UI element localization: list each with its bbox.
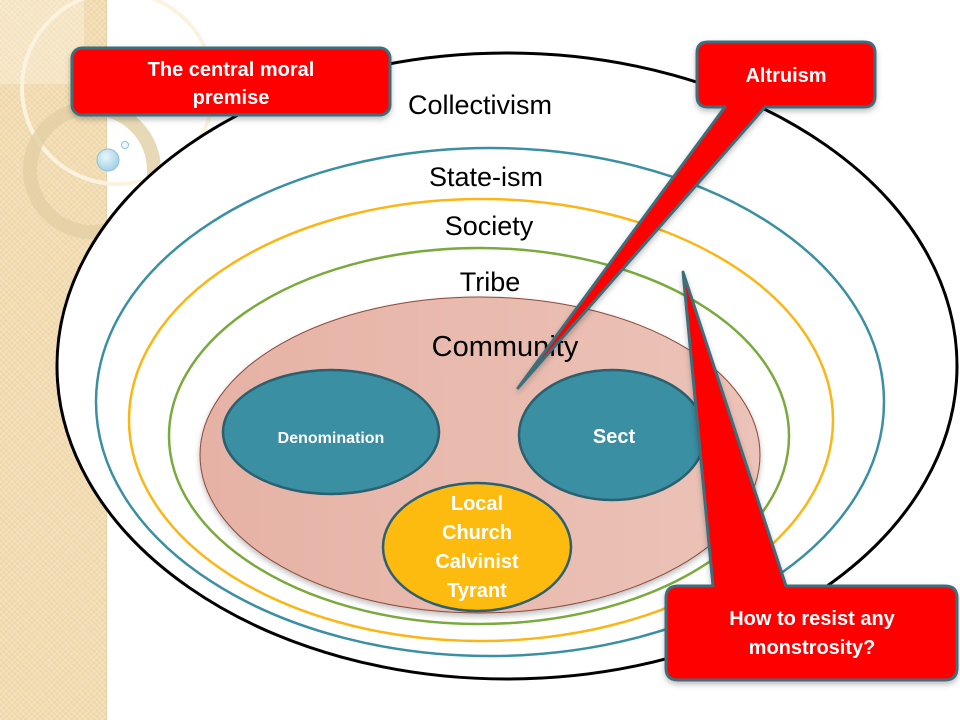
local-church-line-2: Church [442,522,512,544]
denomination-label: Denomination [278,430,385,447]
ring-tribe [167,246,791,626]
resist-line-2: monstrosity? [749,637,876,659]
group-denomination: Denomination [221,368,441,496]
ring-state-ism [94,146,886,658]
local-church-line-3: Calvinist [435,551,519,573]
resist-line-1: How to resist any [729,608,895,630]
group-sect: Sect [517,368,707,502]
label-society: Society [445,211,534,241]
label-state-ism: State-ism [429,162,543,192]
resist-shape [664,270,959,682]
altruism-label: Altruism [745,65,826,87]
callout-premise: The central moral premise [70,46,392,117]
sect-label: Sect [593,426,636,448]
ring-society [127,197,835,643]
callout-altruism: Altruism [516,40,877,390]
group-local-church: Local Church Calvinist Tyrant [381,481,573,613]
premise-line-1: The central moral [148,59,315,81]
label-collectivism: Collectivism [408,90,552,120]
altruism-shape [516,40,877,390]
label-tribe: Tribe [460,267,521,297]
local-church-line-1: Local [451,493,503,515]
callout-resist: How to resist any monstrosity? [664,270,959,682]
bubble-small [121,141,129,149]
local-church-line-4: Tyrant [447,580,507,602]
sidebar-pane [0,0,84,84]
bubble-large [96,148,120,172]
premise-line-2: premise [193,87,270,109]
